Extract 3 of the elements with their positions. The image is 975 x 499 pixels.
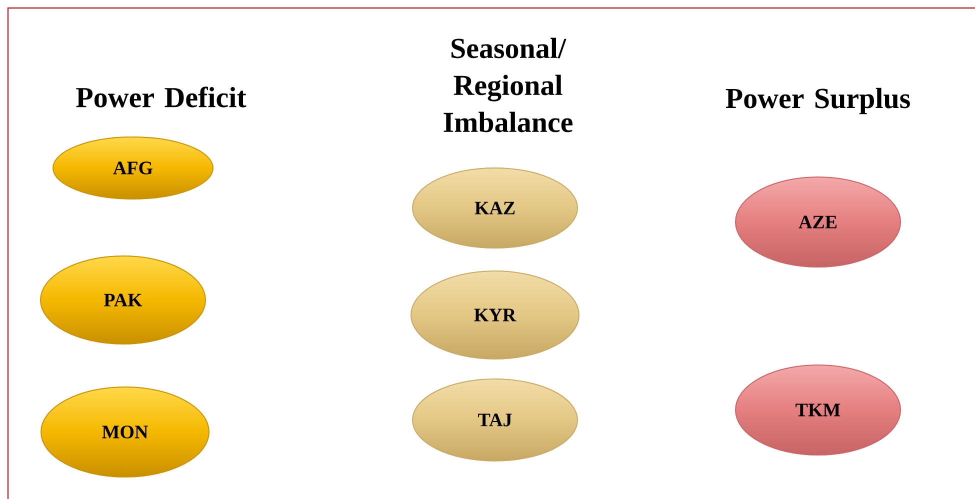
column-heading: Seasonal/ Regional Imbalance	[444, 38, 572, 132]
column-heading: Power Deficit	[76, 86, 246, 108]
column-heading: Power Surplus	[726, 88, 910, 114]
